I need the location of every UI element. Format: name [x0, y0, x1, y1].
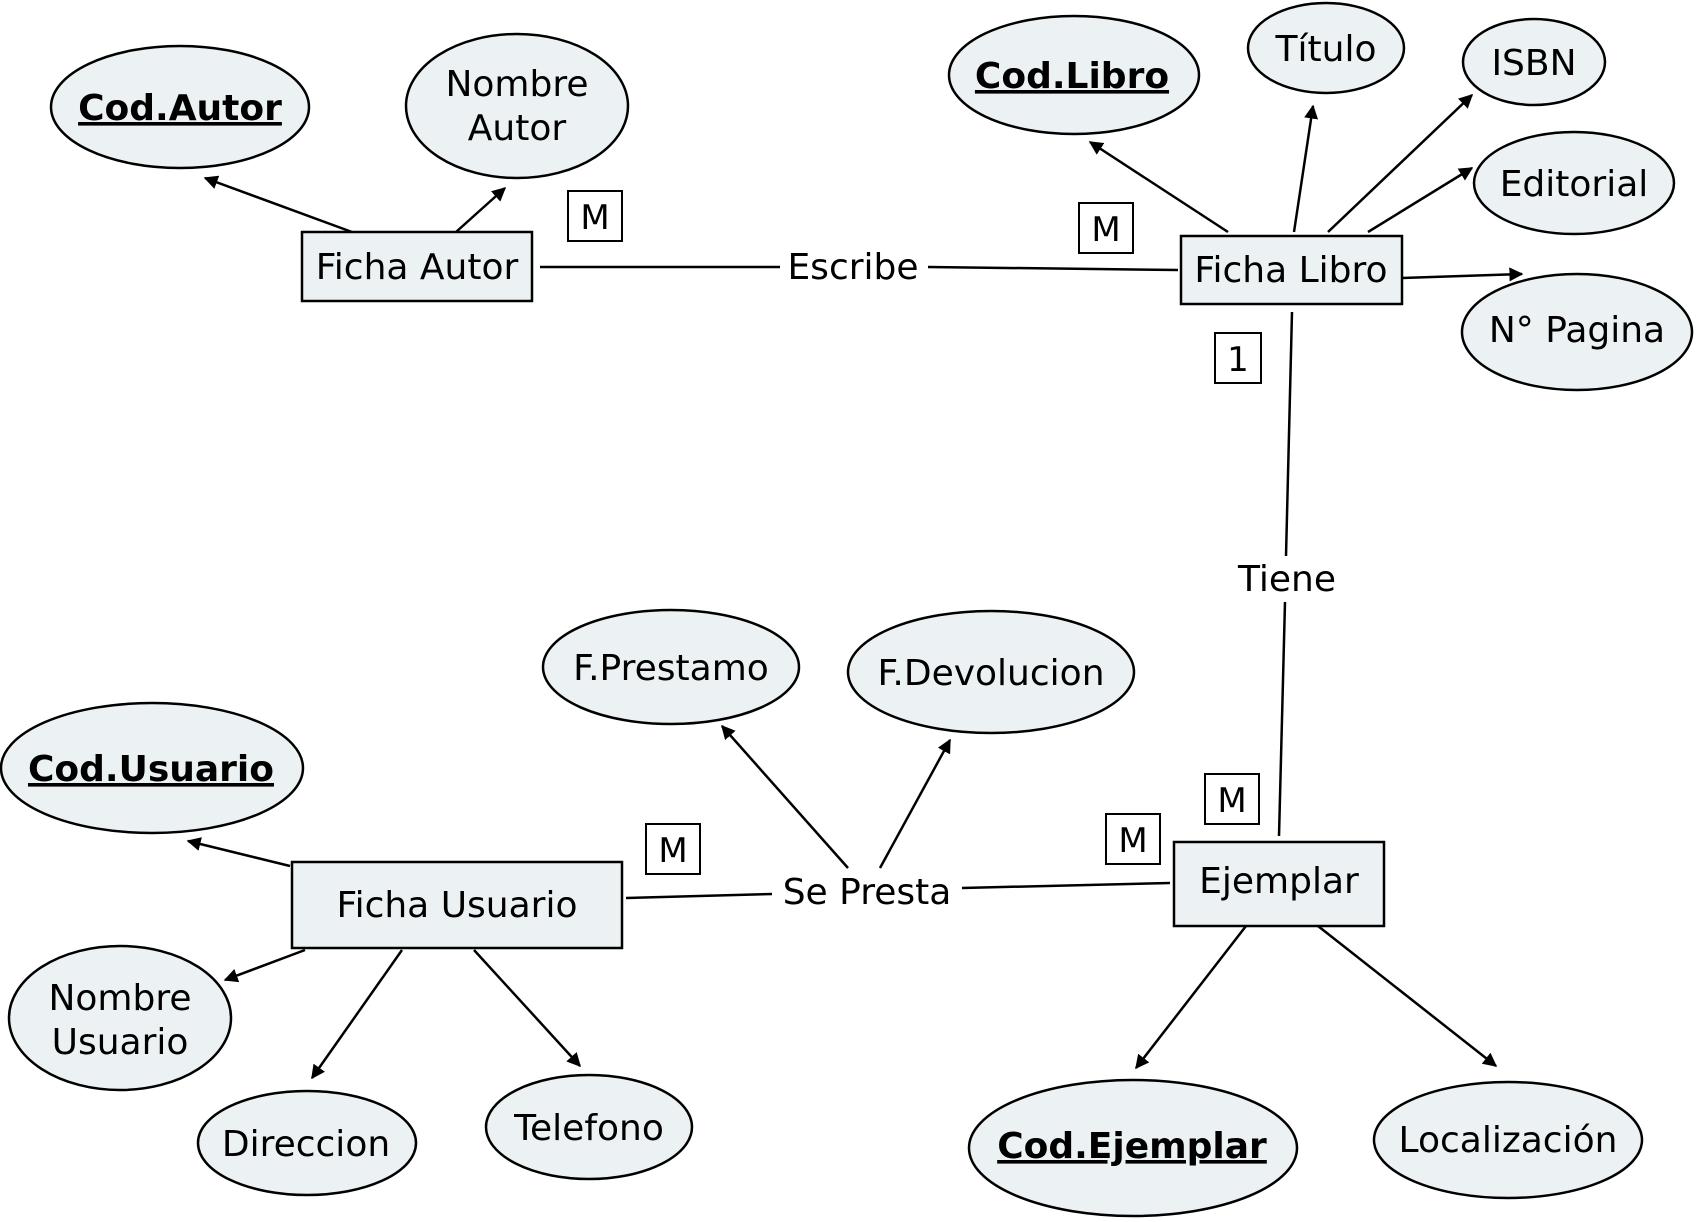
cardinality-label: 1 [1227, 340, 1249, 380]
line-presta-ejemplar [961, 881, 1171, 890]
entity-ficha-usuario: Ficha Usuario [290, 860, 624, 950]
attribute-f-devolucion: F.Devolucion [846, 609, 1136, 735]
entity-ficha-autor: Ficha Autor [300, 230, 534, 303]
attribute-cod-ejemplar: Cod.Ejemplar [967, 1078, 1299, 1218]
entity-label: Ejemplar [1199, 861, 1359, 902]
attribute-label: Cod.Ejemplar [997, 1126, 1267, 1167]
attribute-titulo: Título [1246, 1, 1406, 95]
arrow-libro-editorial [1367, 166, 1474, 234]
arrow-ejemplar-localizacion [1317, 925, 1498, 1067]
connectors [186, 94, 1524, 1080]
attribute-label: Título [1275, 29, 1377, 70]
entity-ejemplar: Ejemplar [1172, 840, 1386, 928]
entity-label: Ficha Usuario [336, 885, 577, 926]
cardinality-label: M [658, 831, 687, 871]
attribute-label-line2: Usuario [52, 1022, 189, 1063]
attribute-label: Cod.Libro [975, 56, 1169, 97]
arrow-libro-titulo [1292, 104, 1319, 233]
attribute-f-prestamo: F.Prestamo [541, 608, 801, 726]
arrow-usuario-direccion [310, 949, 404, 1080]
attribute-label: Cod.Usuario [28, 749, 274, 790]
attribute-label: Telefono [513, 1108, 664, 1149]
relationship-tiene: Tiene [1237, 559, 1336, 600]
attribute-label: Direccion [222, 1124, 390, 1165]
arrow-presta-fprestamo [721, 724, 849, 869]
attribute-nombre-usuario: Nombre Usuario [7, 944, 233, 1092]
attribute-label: Cod.Autor [78, 88, 282, 129]
attribute-label: F.Prestamo [573, 648, 769, 689]
attribute-direccion: Direccion [196, 1089, 418, 1197]
entity-label: Ficha Libro [1194, 250, 1387, 291]
arrow-libro-isbn [1327, 94, 1474, 233]
arrow-libro-cod [1088, 140, 1229, 234]
entity-label: Ficha Autor [316, 247, 519, 288]
line-libro-tiene [1284, 311, 1294, 557]
attribute-cod-libro: Cod.Libro [947, 14, 1201, 136]
arrow-usuario-cod [186, 837, 291, 868]
arrow-libro-npagina [1401, 267, 1524, 282]
cardinality-tiene-ejemplar: M [1204, 773, 1260, 825]
cardinality-presta-usuario: M [645, 823, 701, 875]
attribute-label: Editorial [1500, 164, 1649, 205]
attribute-cod-usuario: Cod.Usuario [0, 701, 305, 835]
entity-ficha-libro: Ficha Libro [1179, 234, 1404, 306]
cardinality-label: M [1091, 210, 1120, 250]
arrow-usuario-nombre [223, 948, 306, 983]
arrow-autor-nombre [455, 187, 507, 233]
attribute-n-pagina: N° Pagina [1460, 272, 1694, 392]
line-usuario-presta [625, 892, 773, 900]
cardinality-presta-ejemplar: M [1105, 813, 1161, 865]
attribute-isbn: ISBN [1461, 17, 1607, 107]
attribute-label: Localización [1399, 1120, 1618, 1161]
attribute-nombre-autor: Nombre Autor [404, 32, 630, 180]
arrow-ejemplar-cod [1135, 925, 1247, 1070]
line-escribe-libro [927, 265, 1179, 272]
arrow-usuario-telefono [473, 949, 581, 1068]
cardinality-label: M [1217, 781, 1246, 821]
cardinality-escribe-libro: M [1078, 202, 1134, 254]
attribute-label-line1: Nombre [445, 64, 588, 105]
arrow-presta-fdevolucion [878, 738, 952, 869]
attribute-label-line1: Nombre [48, 978, 191, 1019]
cardinality-label: M [580, 198, 609, 238]
relationship-se-presta: Se Presta [783, 872, 952, 913]
attribute-label: ISBN [1491, 43, 1576, 84]
attribute-label-line2: Autor [468, 108, 567, 149]
attribute-telefono: Telefono [484, 1073, 694, 1181]
relationship-escribe: Escribe [787, 247, 918, 288]
attribute-cod-autor: Cod.Autor [49, 44, 311, 170]
line-tiene-ejemplar [1277, 601, 1287, 837]
attribute-label: F.Devolucion [877, 653, 1104, 694]
cardinality-tiene-libro: 1 [1214, 332, 1262, 384]
attribute-label: N° Pagina [1489, 310, 1665, 351]
cardinality-escribe-autor: M [567, 190, 623, 242]
arrow-autor-cod [203, 175, 353, 234]
attribute-editorial: Editorial [1472, 130, 1676, 236]
attribute-localizacion: Localización [1372, 1080, 1644, 1200]
cardinality-label: M [1118, 821, 1147, 861]
